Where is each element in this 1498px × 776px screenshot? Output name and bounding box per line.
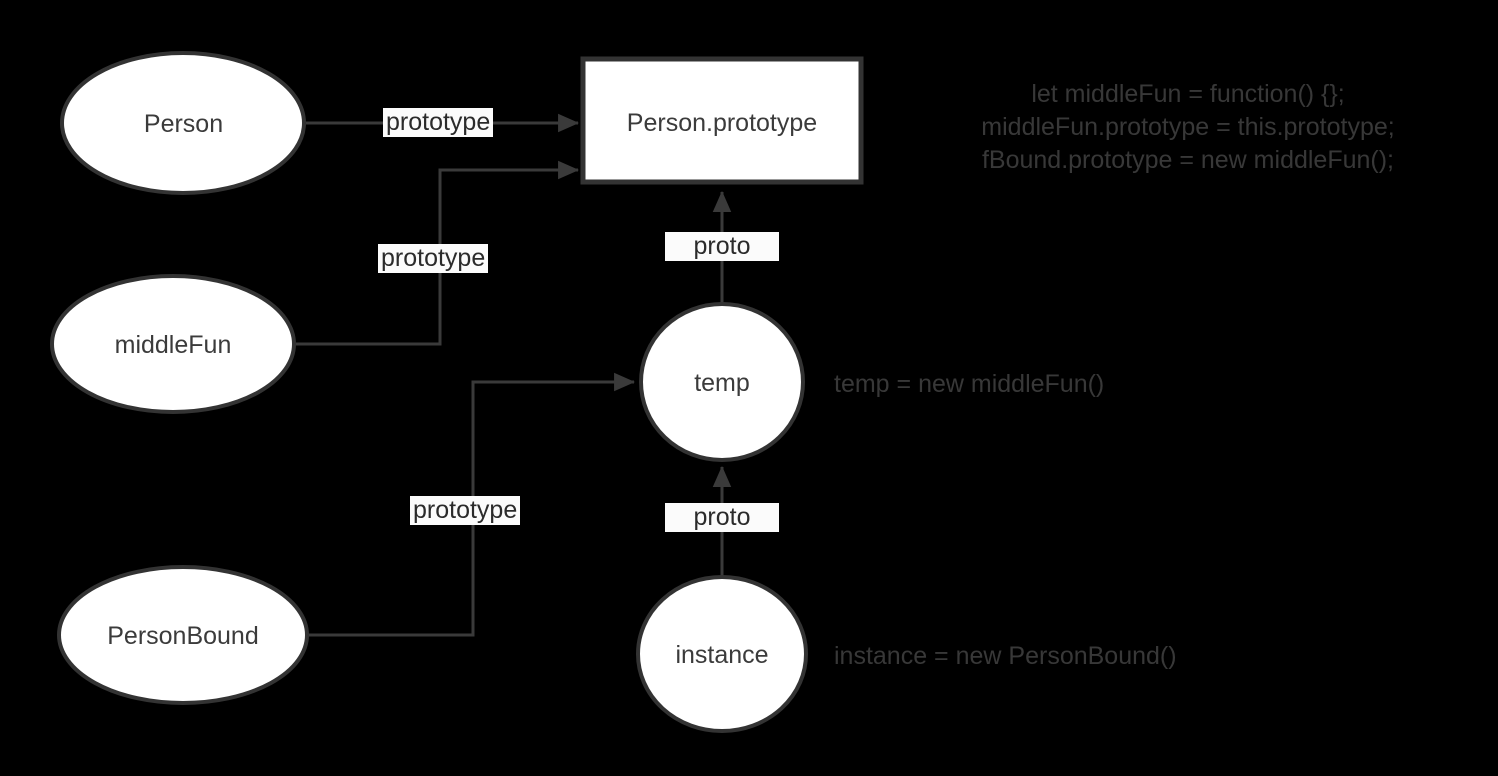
edge-label-temp-proto: proto (665, 232, 779, 261)
edge-label-person-prototype: prototype (383, 108, 494, 137)
annotation-code-block: let middleFun = function() {}; middleFun… (930, 78, 1446, 177)
edge-label-personbound-prototype: prototype (410, 496, 521, 525)
node-middlefun[interactable] (50, 274, 296, 414)
edge-label-middlefun-prototype: prototype (378, 244, 489, 273)
edge-label-instance-proto: proto (665, 503, 779, 532)
code-line-3: fBound.prototype = new middleFun(); (981, 146, 1395, 174)
node-personbound[interactable] (57, 565, 309, 705)
node-instance[interactable] (636, 575, 808, 733)
node-person[interactable] (60, 51, 306, 195)
annotation-temp: temp = new middleFun() (834, 370, 1105, 398)
node-person-prototype[interactable] (580, 56, 864, 185)
code-line-1: let middleFun = function() {}; (1031, 80, 1345, 108)
code-line-2: middleFun.prototype = this.prototype; (981, 113, 1395, 141)
node-temp[interactable] (639, 302, 805, 462)
annotation-instance: instance = new PersonBound() (834, 642, 1177, 670)
